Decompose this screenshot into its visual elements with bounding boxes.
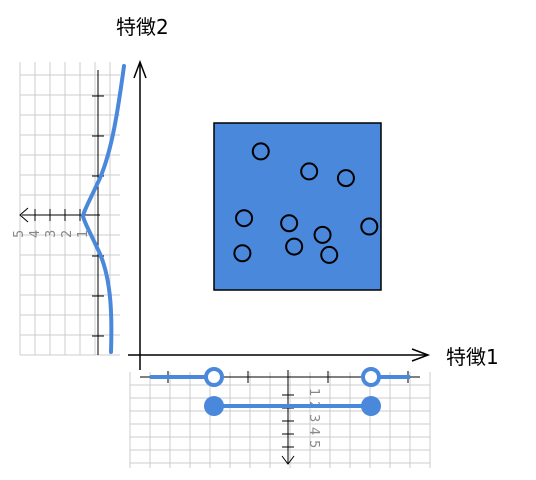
box-points [233, 142, 379, 264]
bottom-grid [129, 372, 431, 468]
left-scale-axis [19, 70, 104, 355]
box-point-10 [320, 245, 339, 264]
left-scale-label-3: 3 [44, 230, 59, 238]
interval-closed-start [204, 396, 224, 416]
y-axis-label: 特徴2 [116, 15, 169, 39]
box-point-5 [280, 214, 299, 233]
bottom-scale-label-5: 5 [306, 440, 321, 448]
box-point-1 [251, 142, 270, 161]
box-point-8 [233, 244, 252, 263]
left-density-curve [80, 64, 126, 354]
interval-closed-end [361, 396, 381, 416]
left-scale-label-1: 5 [12, 230, 27, 238]
interval-closed [204, 396, 381, 416]
x-axis-arrow-icon [411, 348, 431, 362]
bottom-scale-label-1: 1 [306, 388, 321, 396]
box-point-9 [285, 237, 304, 256]
interval-open-end [361, 367, 381, 387]
feature-box [213, 122, 382, 291]
box-point-4 [235, 209, 254, 228]
main-axes [128, 59, 431, 370]
bottom-scale-label-3: 3 [306, 414, 321, 422]
left-scale-label-5: 1 [76, 230, 91, 238]
box-point-6 [313, 225, 332, 244]
left-scale-label-4: 2 [60, 230, 75, 238]
left-grid [19, 62, 120, 356]
x-axis-label: 特徴1 [446, 345, 499, 369]
left-scale-labels: 5 4 3 2 1 [12, 230, 91, 238]
left-scale-label-2: 4 [28, 230, 43, 238]
box-point-3 [336, 169, 355, 188]
box-point-7 [360, 217, 379, 236]
bottom-scale-label-4: 4 [306, 427, 321, 435]
y-axis-arrow-icon [133, 59, 147, 79]
bottom-scale-labels: 1 2 3 4 5 [306, 388, 321, 448]
interval-open-start [204, 367, 224, 387]
interval-open [150, 367, 410, 387]
box-point-2 [300, 162, 319, 181]
